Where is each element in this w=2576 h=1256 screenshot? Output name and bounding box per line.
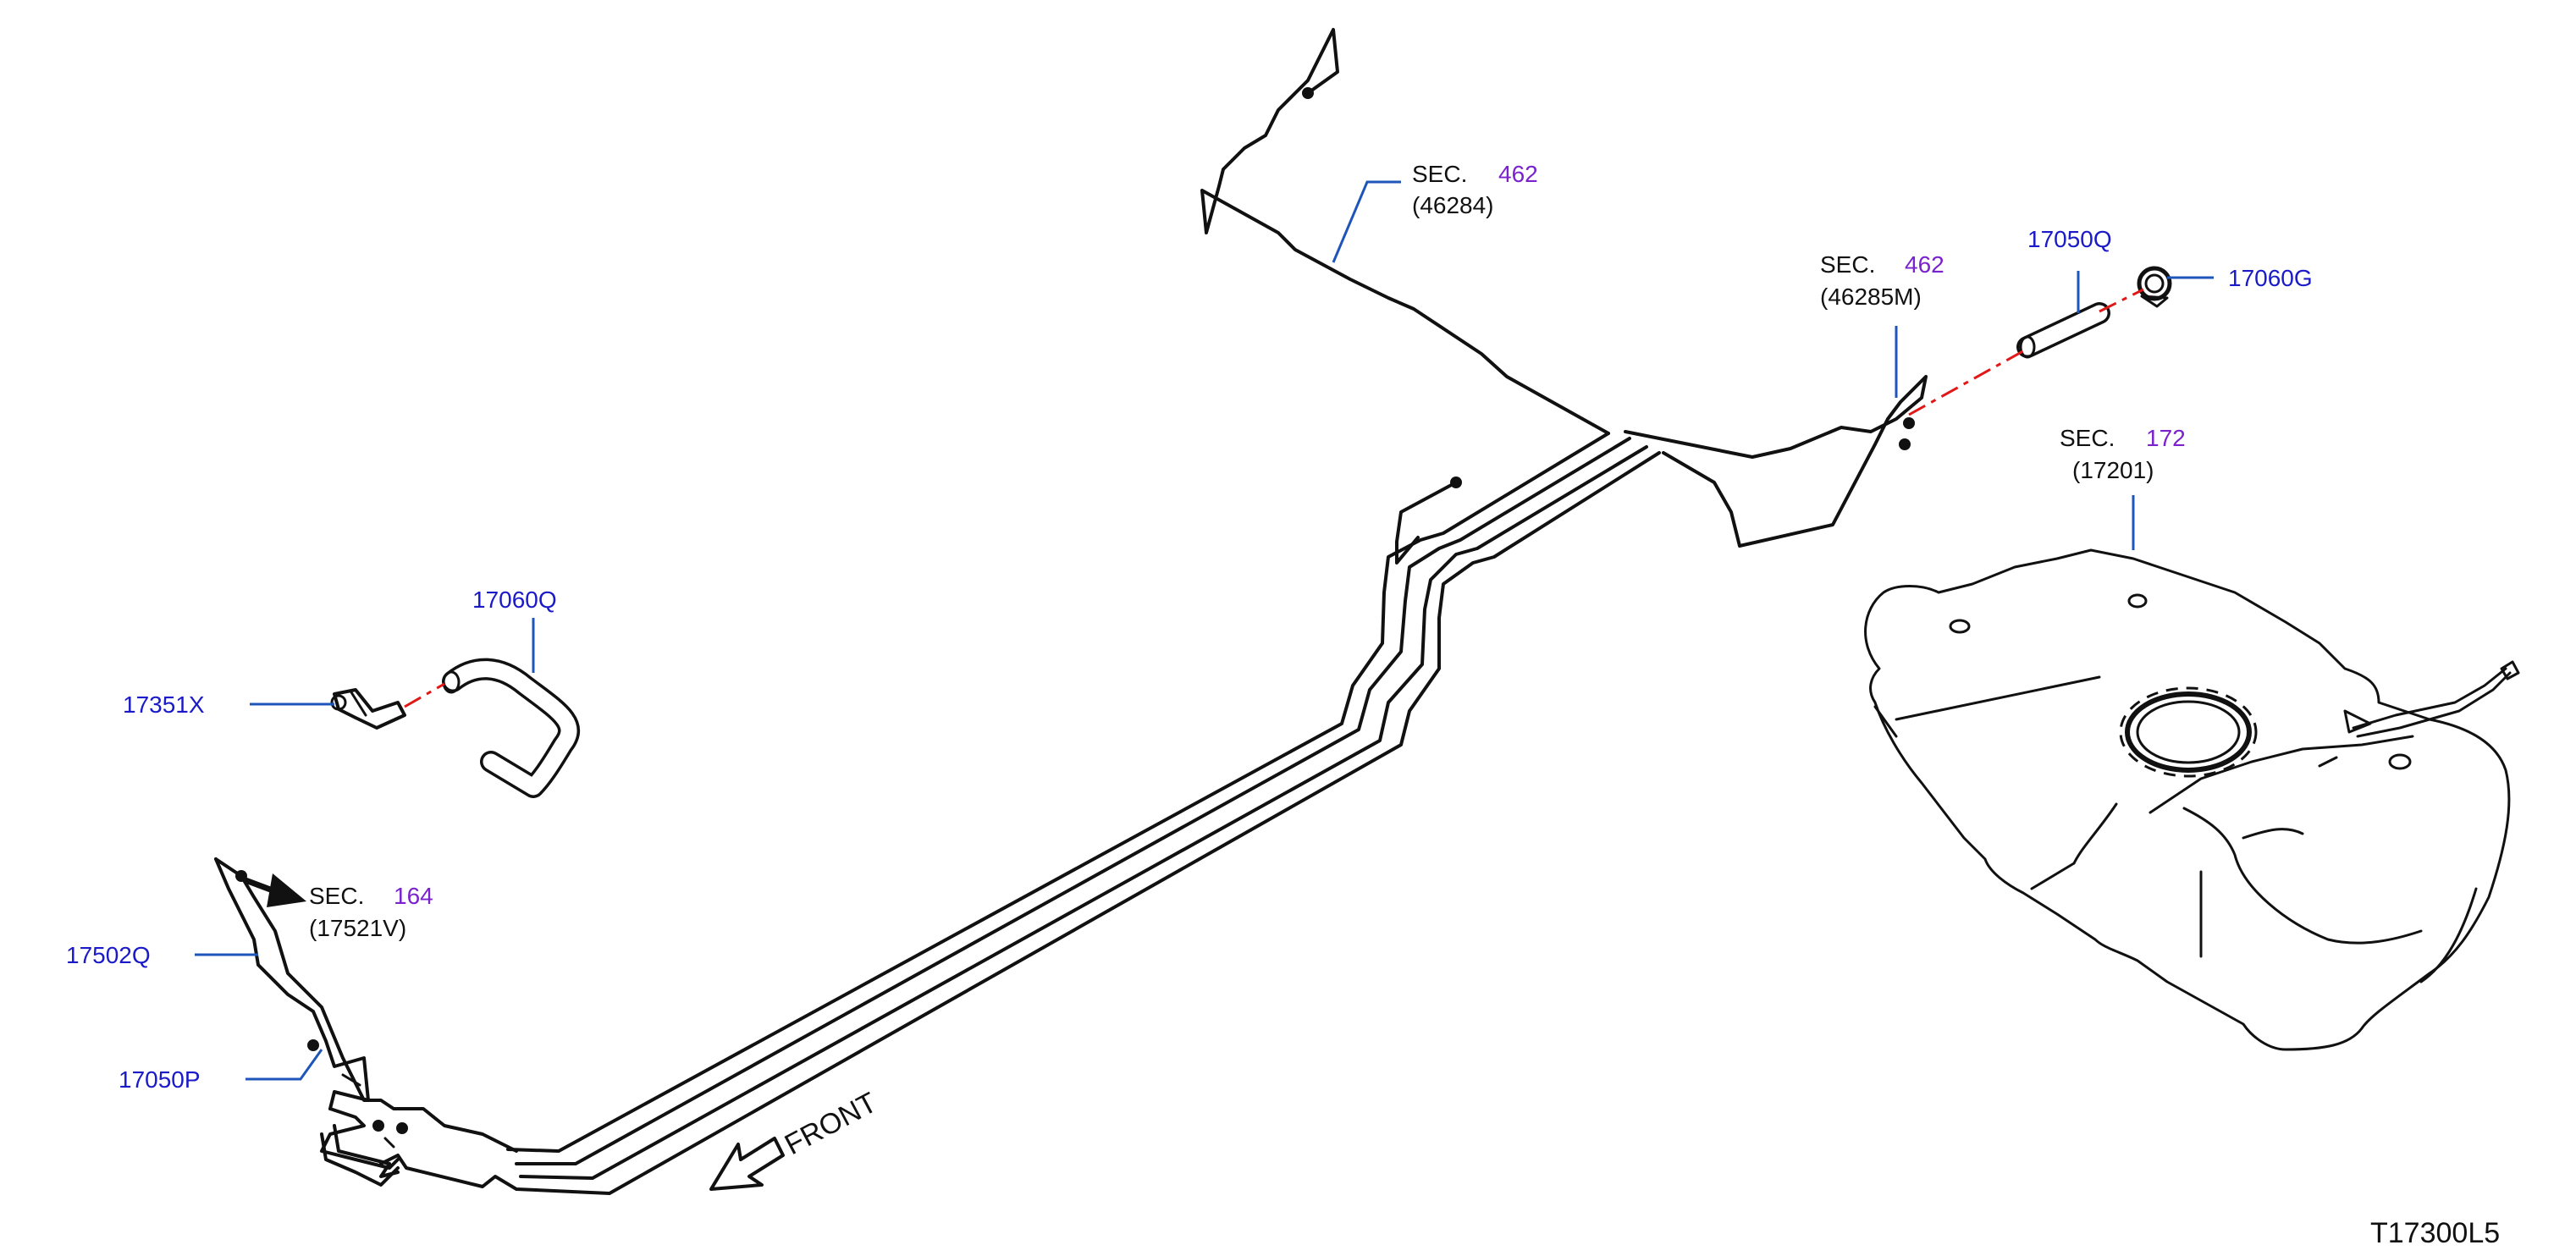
part-ref: (46285M) <box>1820 284 1922 310</box>
front-label: FRONT <box>780 1087 882 1162</box>
part-17050q-link[interactable]: 17050Q <box>2027 226 2112 252</box>
section-ref-link[interactable]: 172 <box>2146 425 2186 451</box>
section-ref-link[interactable]: 462 <box>1498 161 1538 187</box>
hose-17050q <box>2016 302 2110 359</box>
part-ref: (46284) <box>1412 192 1494 218</box>
callout-sec-46285m: SEC. 462 (46285M) <box>1820 251 1944 310</box>
part-ref: (17521V) <box>309 915 406 941</box>
part-17060g-link[interactable]: 17060G <box>2228 265 2313 291</box>
assembly-line-clamp <box>2099 288 2144 313</box>
assembly-line-filler <box>1908 347 2028 416</box>
hose-17060q <box>442 658 580 798</box>
part-17351x-link[interactable]: 17351X <box>123 691 205 718</box>
sec-label: SEC. <box>309 883 364 909</box>
front-connector-pipes <box>214 857 518 1187</box>
callout-sec-17521v: SEC. 164 (17521V) <box>309 883 433 941</box>
diagram-code: T17300L5 <box>2370 1217 2500 1249</box>
filler-neck-bracket <box>1624 375 1928 548</box>
sec-label: SEC. <box>2060 425 2115 451</box>
part-17050p-link[interactable]: 17050P <box>119 1066 201 1093</box>
part-17060q-link[interactable]: 17060Q <box>472 587 557 613</box>
tube-end-dot <box>1450 477 1462 488</box>
assembly-line-17060q <box>404 682 445 708</box>
part-17502q-link[interactable]: 17502Q <box>66 942 151 968</box>
fuel-tank <box>1864 548 2520 1051</box>
callout-sec-46284: SEC. 462 (46284) <box>1412 161 1538 218</box>
leader-lines <box>195 180 2214 1081</box>
connector-17351x <box>330 688 406 730</box>
front-arrow <box>709 1137 785 1191</box>
part-ref: (17201) <box>2072 457 2154 483</box>
section-ref-link[interactable]: 164 <box>394 883 433 909</box>
fuel-tube-bundle <box>379 432 1661 1195</box>
brake-line-46284 <box>1200 28 1610 435</box>
callout-sec-17201: SEC. 172 (17201) <box>2060 425 2186 483</box>
clamp-17060g <box>2137 266 2172 308</box>
arrow-to-sec164 <box>244 873 306 907</box>
sec-label: SEC. <box>1820 251 1875 278</box>
sec-label: SEC. <box>1412 161 1467 187</box>
section-ref-link[interactable]: 462 <box>1905 251 1944 278</box>
